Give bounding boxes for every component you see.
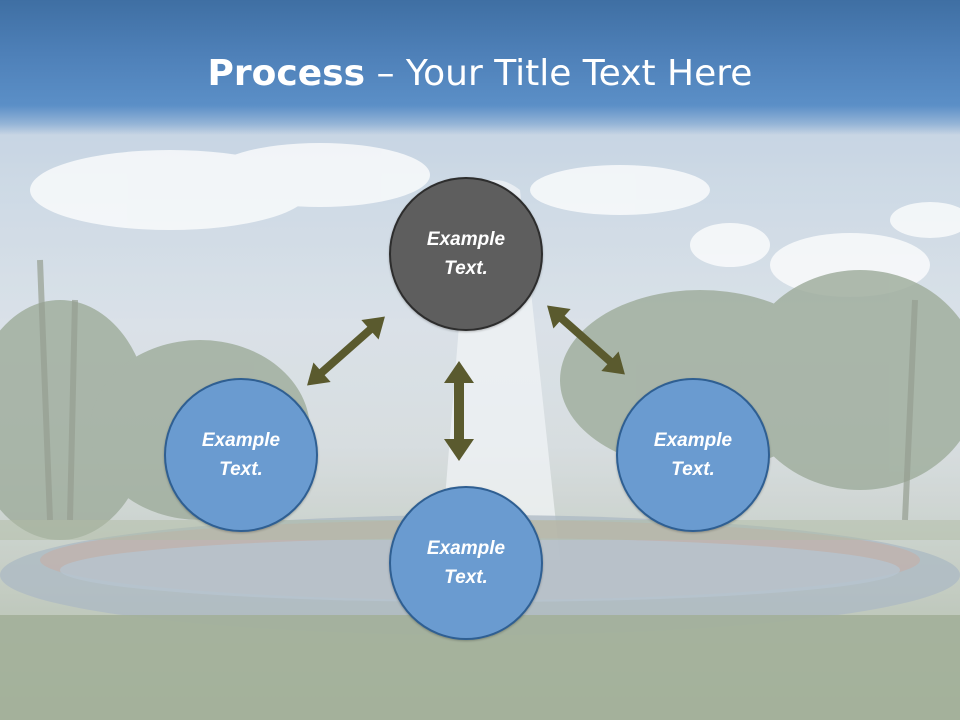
title-band	[0, 0, 960, 135]
node-bottom-label: Example Text.	[426, 538, 506, 588]
node-top-label: Example Text.	[426, 229, 506, 279]
arrow-top-left	[307, 316, 385, 386]
slide-title: Process – Your Title Text Here	[0, 52, 960, 96]
arrow-top-bottom	[444, 361, 474, 461]
node-top: Example Text.	[389, 177, 543, 331]
node-left: Example Text.	[164, 378, 318, 532]
node-left-label: Example Text.	[201, 430, 281, 480]
title-bold: Process	[207, 53, 366, 94]
node-right: Example Text.	[616, 378, 770, 532]
node-bottom: Example Text.	[389, 486, 543, 640]
arrow-top-right	[547, 305, 625, 375]
title-rest: – Your Title Text Here	[365, 53, 753, 94]
node-right-label: Example Text.	[653, 430, 733, 480]
